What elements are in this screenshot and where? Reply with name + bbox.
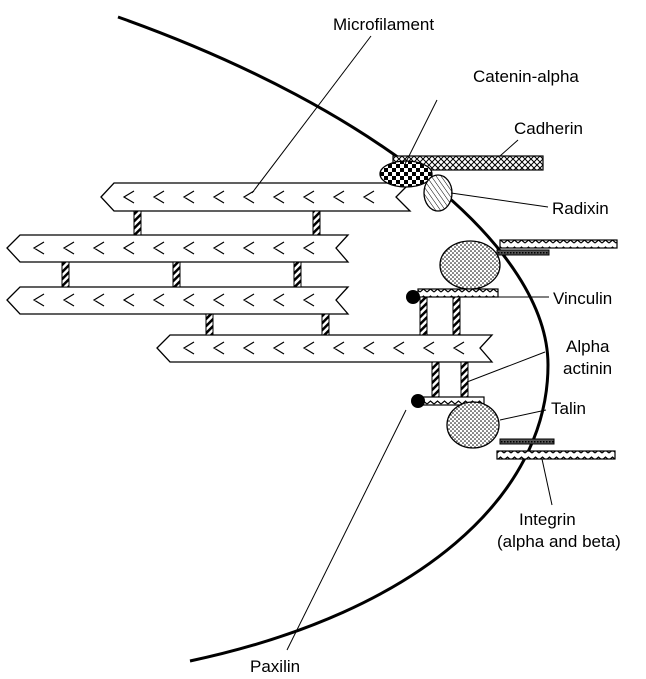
radixin-shape (424, 175, 452, 211)
microfilament-4 (157, 335, 492, 362)
microfilament-3 (7, 287, 348, 314)
label-microfilament: Microfilament (333, 15, 434, 34)
label-catenin-alpha: Catenin-alpha (473, 67, 579, 86)
vinculin-upper-shape (440, 241, 500, 289)
actin-crosslinks (62, 211, 329, 335)
paxilin-lower-dot (411, 394, 425, 408)
label-integrin-2: (alpha and beta) (497, 532, 621, 551)
actinin-link-4 (461, 362, 468, 397)
actinin-link-3 (432, 362, 439, 397)
label-cadherin: Cadherin (514, 119, 583, 138)
paxilin-upper-dot (406, 290, 420, 304)
label-alpha-actinin-2: actinin (563, 359, 612, 378)
catenin-alpha-shape (380, 161, 432, 187)
talin-shape (447, 402, 499, 448)
label-vinculin: Vinculin (553, 289, 612, 308)
actinin-link-2 (453, 297, 460, 335)
label-alpha-actinin-1: Alpha (566, 337, 610, 356)
integrin-lower-dark (500, 439, 554, 444)
integrin-lower-rod (497, 451, 615, 459)
talin-upper-rod (418, 289, 498, 297)
integrin-upper-dark (497, 250, 549, 255)
microfilament-1 (101, 183, 410, 211)
label-integrin-1: Integrin (519, 510, 576, 529)
label-paxilin: Paxilin (250, 657, 300, 676)
integrin-upper-rod (500, 240, 617, 248)
label-talin: Talin (551, 399, 586, 418)
microfilament-2 (7, 235, 348, 262)
actinin-link-1 (420, 297, 427, 335)
label-radixin: Radixin (552, 199, 609, 218)
